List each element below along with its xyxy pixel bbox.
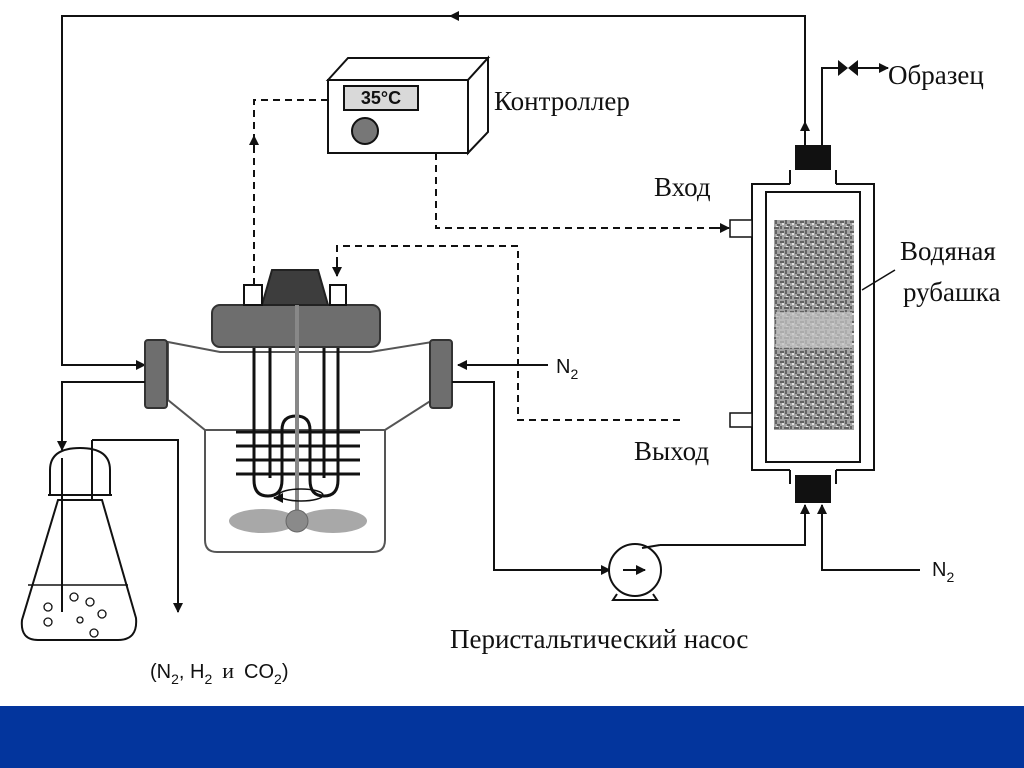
- control-signal-lines: [253, 99, 725, 421]
- sample-label: Образец: [888, 60, 984, 90]
- controller-box: 35°C: [325, 55, 491, 156]
- bubbles-icon: [43, 592, 107, 638]
- sample-line: [821, 60, 889, 145]
- valve-icon: [838, 60, 848, 76]
- n2-column-label: N2: [932, 559, 954, 585]
- left-flange: [144, 339, 168, 409]
- recycle-line: [61, 11, 806, 370]
- packed-column: [729, 145, 896, 503]
- temperature-display: [343, 85, 419, 111]
- gas-outlet-line: [57, 381, 183, 613]
- n2-reactor-label: N2: [556, 356, 578, 382]
- right-flange: [429, 339, 453, 409]
- peristaltic-pump-icon: [608, 543, 662, 601]
- column-top-cap: [795, 145, 831, 170]
- jacket-inlet-port: [729, 219, 753, 238]
- gas-collection-flask: [20, 440, 138, 641]
- pump-label: Перистальтический насос: [450, 624, 748, 654]
- impeller-icon: [229, 509, 297, 533]
- temperature-value: 35°C: [361, 88, 401, 108]
- motor-icon: [260, 269, 330, 306]
- water-jacket-label: Водяная: [900, 236, 996, 266]
- jacket-outlet-port: [729, 412, 753, 428]
- footer-bar: [0, 706, 1024, 768]
- pump-line: [452, 381, 810, 575]
- controller-knob-icon: [351, 117, 379, 145]
- inlet-label: Вход: [654, 172, 711, 202]
- column-bottom-cap: [795, 475, 831, 503]
- controller-label: Контроллер: [494, 86, 630, 116]
- reactor-vessel: [144, 269, 453, 553]
- outlet-label: Выход: [634, 436, 709, 466]
- water-jacket-label-line2: рубашка: [903, 277, 1001, 307]
